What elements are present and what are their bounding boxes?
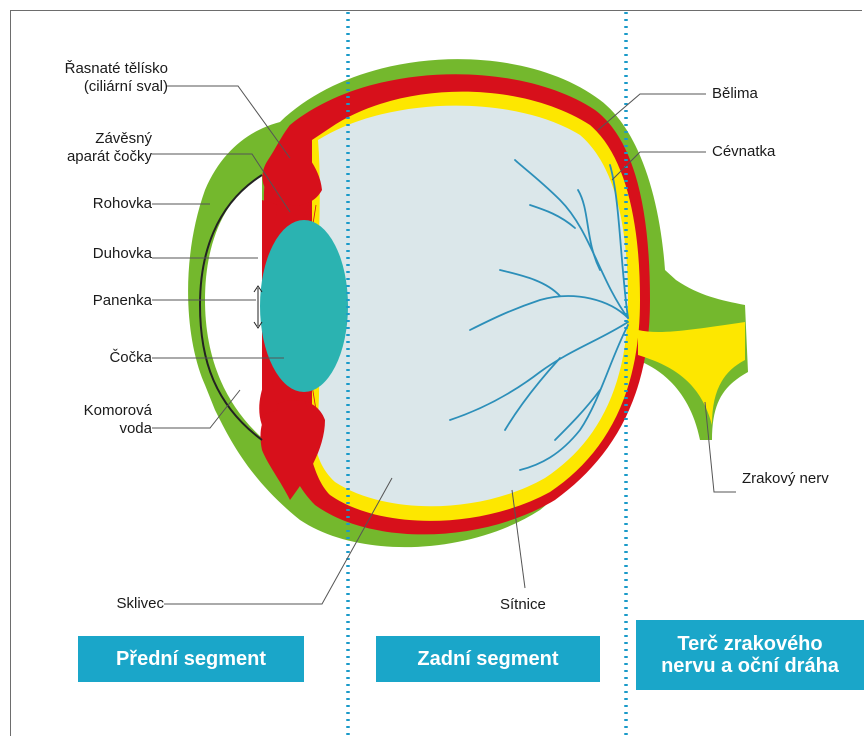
segment-optic-line1: Terč zrakového (677, 633, 822, 655)
segment-anterior: Přední segment (78, 636, 304, 682)
label-sclera: Bělima (712, 85, 758, 103)
label-aqueous-line1: Komorová (18, 402, 152, 420)
label-zonule-line1: Závěsný (18, 130, 152, 148)
label-ciliary-body: Řasnaté tělísko (ciliární sval) (18, 60, 168, 96)
label-zonule-line2: aparát čočky (18, 148, 152, 166)
label-retina: Sítnice (500, 596, 546, 614)
label-lens: Čočka (18, 349, 152, 367)
label-zonule: Závěsný aparát čočky (18, 130, 152, 166)
lens (260, 220, 348, 392)
label-cornea: Rohovka (18, 195, 152, 213)
label-vitreous: Sklivec (18, 595, 164, 613)
label-iris: Duhovka (18, 245, 152, 263)
label-aqueous: Komorová voda (18, 402, 152, 438)
vitreous (315, 106, 628, 507)
label-choroid: Cévnatka (712, 143, 775, 161)
segment-posterior: Zadní segment (376, 636, 600, 682)
segment-optic-line2: nervu a oční dráha (661, 655, 839, 677)
segment-optic: Terč zrakového nervu a oční dráha (636, 620, 864, 690)
label-pupil: Panenka (18, 292, 152, 310)
label-ciliary-body-line1: Řasnaté tělísko (18, 60, 168, 78)
label-optic-nerve: Zrakový nerv (742, 470, 829, 488)
label-aqueous-line2: voda (18, 420, 152, 438)
label-ciliary-body-line2: (ciliární sval) (18, 78, 168, 96)
